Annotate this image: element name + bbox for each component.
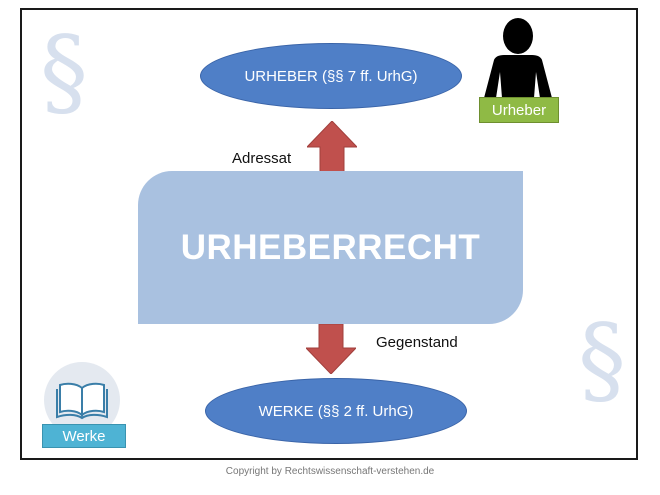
werke-node-label: WERKE (§§ 2 ff. UrhG) (258, 402, 414, 420)
urheber-node: URHEBER (§§ 7 ff. UrhG) (200, 43, 462, 109)
werke-node: WERKE (§§ 2 ff. UrhG) (205, 378, 467, 444)
urheber-node-label: URHEBER (§§ 7 ff. UrhG) (244, 67, 418, 85)
person-silhouette-icon (484, 18, 552, 98)
diagram-title: URHEBERRECHT (180, 227, 481, 267)
section-symbol-bottom-right: § (578, 304, 626, 416)
arrow-up-icon (307, 121, 357, 173)
section-symbol-top-left: § (40, 16, 88, 128)
werke-badge: Werke (42, 424, 126, 448)
copyright-notice: Copyright by Rechtswissenschaft-verstehe… (225, 466, 435, 477)
adressat-label: Adressat (232, 150, 292, 167)
open-book-icon (56, 382, 108, 420)
arrow-down-icon (306, 324, 356, 374)
urheber-badge: Urheber (479, 97, 559, 123)
gegenstand-label: Gegenstand (376, 334, 458, 351)
urheberrecht-box: URHEBERRECHT (138, 171, 523, 324)
